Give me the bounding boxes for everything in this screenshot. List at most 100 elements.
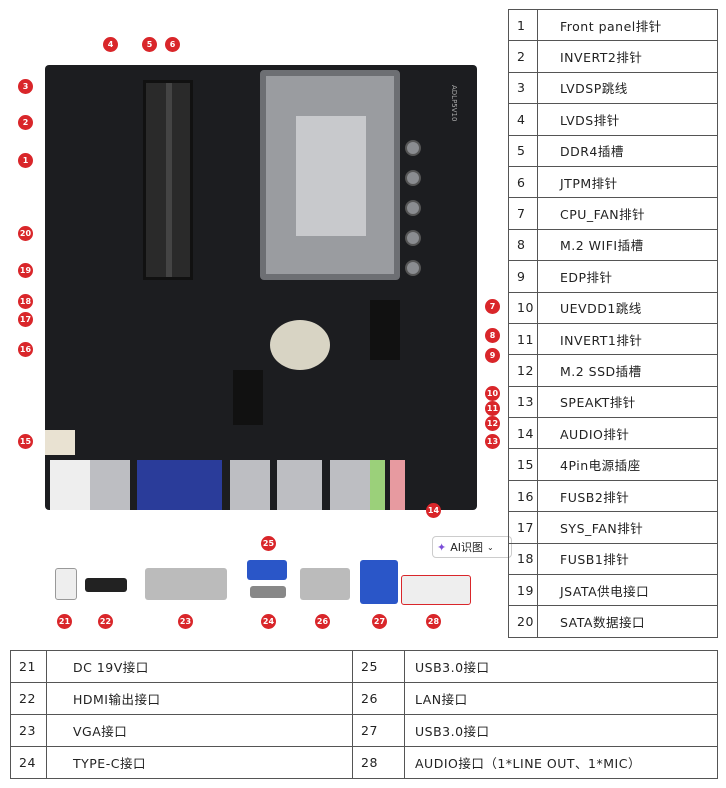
callout-marker: 9	[485, 348, 500, 363]
item-number: 23	[10, 714, 47, 747]
item-number: 12	[508, 354, 538, 387]
board-label: ADLP5V10	[450, 85, 458, 122]
m2-wifi-slot	[370, 300, 400, 360]
item-number: 27	[352, 714, 405, 747]
ai-button-label: AI识图	[450, 541, 483, 554]
callout-marker: 13	[485, 434, 500, 449]
callout-marker: 22	[98, 614, 113, 629]
item-number: 10	[508, 291, 538, 324]
item-number: 24	[10, 746, 47, 779]
item-label: M.2 WIFI插槽	[537, 228, 718, 262]
sparkle-scan-icon: ✦	[437, 540, 447, 554]
item-label: SATA数据接口	[537, 605, 718, 638]
item-number: 11	[508, 322, 538, 356]
item-label: AUDIO排针	[537, 417, 718, 450]
item-label: SPEAKT排针	[537, 385, 718, 419]
typec-port	[250, 586, 286, 598]
audio-jacks	[401, 575, 471, 605]
callout-marker: 19	[18, 263, 33, 278]
item-label: TYPE-C接口	[46, 746, 353, 779]
callout-marker: 14	[426, 503, 441, 518]
dc-jack	[55, 568, 77, 600]
capacitor	[405, 200, 421, 216]
callout-marker: 27	[372, 614, 387, 629]
item-label: JSATA供电接口	[537, 574, 718, 607]
callout-marker: 20	[18, 226, 33, 241]
item-label: FUSB1排针	[537, 542, 718, 576]
item-number: 9	[508, 260, 538, 293]
callout-marker: 4	[103, 37, 118, 52]
hdmi-port	[85, 578, 127, 592]
cpu-cover	[296, 116, 366, 236]
item-label: USB3.0接口	[404, 714, 718, 747]
item-number: 2	[508, 40, 538, 73]
power-4pin	[45, 430, 75, 455]
callout-marker: 12	[485, 416, 500, 431]
item-label: CPU_FAN排针	[537, 197, 718, 230]
usb3-port	[247, 560, 287, 580]
io-audio-out	[370, 460, 385, 510]
callout-marker: 11	[485, 401, 500, 416]
callout-marker: 15	[18, 434, 33, 449]
item-label: FUSB2排针	[537, 479, 718, 513]
item-number: 19	[508, 574, 538, 607]
item-label: INVERT1排针	[537, 322, 718, 356]
callout-marker: 5	[142, 37, 157, 52]
item-number: 15	[508, 448, 538, 481]
callout-marker: 16	[18, 342, 33, 357]
item-label: LAN接口	[404, 682, 718, 715]
item-number: 5	[508, 134, 538, 167]
callout-marker: 18	[18, 294, 33, 309]
item-label: SYS_FAN排针	[537, 511, 718, 544]
callout-marker: 24	[261, 614, 276, 629]
callout-marker: 17	[18, 312, 33, 327]
item-number: 26	[352, 682, 405, 715]
item-label: USB3.0接口	[404, 650, 718, 683]
ddr4-slot	[143, 80, 193, 280]
callout-marker: 21	[57, 614, 72, 629]
item-label: EDP排针	[537, 260, 718, 293]
cmos-battery	[270, 320, 330, 370]
callout-marker: 23	[178, 614, 193, 629]
item-number: 17	[508, 511, 538, 544]
rear-io-strip	[45, 560, 475, 610]
item-number: 7	[508, 197, 538, 230]
item-number: 16	[508, 479, 538, 513]
item-label: LVDS排针	[537, 103, 718, 136]
io-usb	[330, 460, 370, 510]
callout-marker: 8	[485, 328, 500, 343]
callout-marker: 25	[261, 536, 276, 551]
io-lan	[277, 460, 322, 510]
m2-ssd-slot	[233, 370, 263, 425]
callout-marker: 1	[18, 153, 33, 168]
item-label: HDMI输出接口	[46, 682, 353, 715]
ai-recognize-button[interactable]: ✦ AI识图 ⌄	[432, 536, 512, 558]
item-label: Front panel排针	[537, 8, 718, 42]
item-label: LVDSP跳线	[537, 71, 718, 105]
callout-marker: 2	[18, 115, 33, 130]
chevron-down-icon: ⌄	[487, 542, 494, 552]
item-number: 1	[508, 8, 538, 42]
item-number: 4	[508, 103, 538, 136]
item-label: M.2 SSD插槽	[537, 354, 718, 387]
callout-marker: 10	[485, 386, 500, 401]
